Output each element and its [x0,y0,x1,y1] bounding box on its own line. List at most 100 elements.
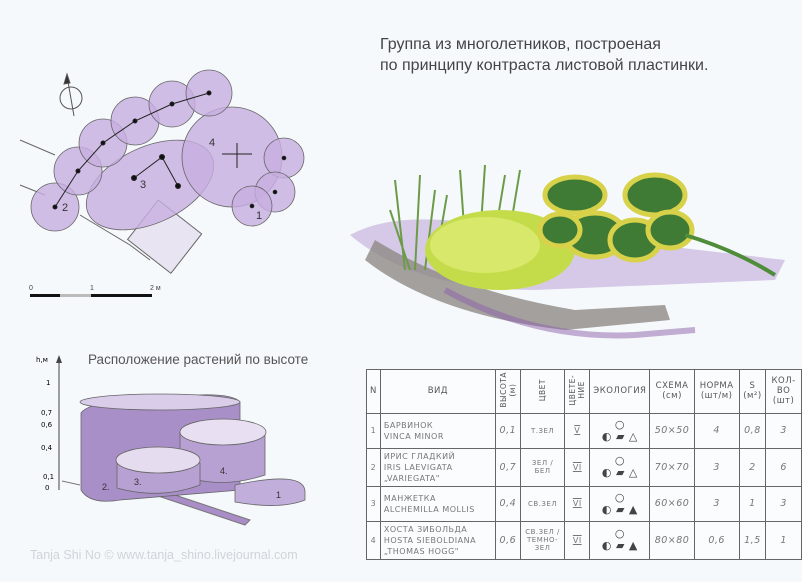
cell-bloom: VI [564,447,591,487]
height-diagram: 2. 3. 4. 1 h,м 1 0,7 0,6 0,4 0,1 0 [36,355,306,526]
scale-label: 0 [29,285,33,292]
planting-plan: 2 1 3 4 0 1 2 м [19,69,305,297]
species-ru: ИРИС ГЛАДКИЙ [383,451,456,461]
cell-height: 0,4 [494,485,521,522]
cell-bloom: V [564,412,591,449]
height-label-1: 1 [276,490,281,500]
cell-height: 0,1 [494,412,521,449]
moisture-icon: △ [628,429,638,443]
cell-n: 2 [366,447,381,487]
height-label-2: 2. [102,482,110,492]
cell-ecology: ○◐ ▰ ▲ [589,485,651,522]
cell-color: СВ.ЗЕЛ [519,485,566,522]
cell-area: 2 [738,447,767,487]
soil-icon: ▰ [615,429,625,443]
planting-illustration [350,164,785,339]
plan-label-4: 4 [209,137,215,149]
plan-label-1: 1 [256,210,262,222]
table-row: 3 МАНЖЕТКА ALCHEMILLA MOLLIS 0,4 СВ.ЗЕЛ … [366,485,802,522]
tick-label: 0,7 [41,409,52,417]
header-bloom: ЦВЕТЕ-НИЕ [568,374,587,406]
species-cultivar: „VARIEGATA" [383,473,440,483]
cell-n: 4 [366,520,381,560]
cell-norm: 4 [693,412,740,449]
cell-species: ХОСТА ЗИБОЛЬДА HOSTA SIEBOLDIANA „THOMAS… [379,520,496,560]
species-ru: МАНЖЕТКА [383,493,436,503]
table-header-row: N ВИД ВЫСОТА (м) ЦВЕТ ЦВЕТЕ-НИЕ ЭКОЛОГИЯ… [366,369,802,414]
soil-icon: ▰ [615,502,625,516]
plan-label-3: 3 [140,179,146,191]
title-line-1: Группа из многолетников, построеная [380,36,661,53]
scale-bar: 0 1 2 м [29,285,161,297]
bloom-month: VI [572,499,582,509]
soil-icon: ▰ [615,466,625,480]
bloom-month: VI [572,462,582,472]
tick-label: 0,6 [41,421,53,429]
header-color: ЦВЕТ [538,378,548,401]
tick-label: 0,1 [43,473,54,481]
species-lat: VINCA MINOR [383,431,444,441]
species-lat: ALCHEMILLA MOLLIS [383,504,475,514]
species-lat: IRIS LAEVIGATA [383,462,453,472]
cell-area: 1,5 [738,520,767,560]
half-shade-icon: ◐ [601,502,612,516]
header-norm: НОРМА (шт/м) [693,369,740,414]
title-line-2: по принципу контраста листовой пластинки… [380,57,709,74]
cell-scheme: 60×60 [649,485,695,522]
cell-norm: 0,6 [693,520,740,560]
sun-icon: ○ [614,490,625,504]
cell-ecology: ○◐ ▰ △ [589,447,651,487]
plan-label-2: 2 [62,202,68,214]
sun-icon: ○ [614,527,625,541]
height-diagram-title: Расположение растений по высоте [88,352,309,367]
cell-n: 3 [366,485,381,522]
header-species: ВИД [379,369,496,414]
table-row: 2 ИРИС ГЛАДКИЙ IRIS LAEVIGATA „VARIEGATA… [366,447,802,487]
cell-area: 1 [738,485,767,522]
cell-species: БАРВИНОК VINCA MINOR [379,412,496,449]
table-row: 4 ХОСТА ЗИБОЛЬДА HOSTA SIEBOLDIANA „THOM… [366,520,802,560]
sun-icon: ○ [614,454,625,468]
species-cultivar: „THOMAS HOGG" [383,546,459,556]
cell-bloom: VI [564,485,591,522]
cell-ecology: ○◐ ▰ ▲ [589,520,651,560]
cell-height: 0,6 [494,520,521,560]
cell-bloom: VI [564,520,591,560]
header-ecology: ЭКОЛОГИЯ [589,369,651,414]
cell-qty: 3 [765,485,802,522]
cell-scheme: 50×50 [649,412,695,449]
bloom-month: V [574,426,581,436]
bloom-month: VI [572,535,582,545]
header-scheme: СХЕМА (см) [649,369,695,414]
half-shade-icon: ◐ [601,429,612,443]
height-label-4: 4. [220,466,228,476]
cell-qty: 6 [765,447,802,487]
plant-table: N ВИД ВЫСОТА (м) ЦВЕТ ЦВЕТЕ-НИЕ ЭКОЛОГИЯ… [366,369,802,560]
cell-qty: 3 [765,412,802,449]
cell-ecology: ○◐ ▰ △ [589,412,651,449]
scale-label: 2 м [150,285,161,292]
header-height: ВЫСОТА (м) [498,372,517,408]
cell-height: 0,7 [494,447,521,487]
header-area: S (м²) [738,369,767,414]
species-ru: БАРВИНОК [383,420,434,430]
soil-icon: ▰ [615,539,625,553]
species-lat: HOSTA SIEBOLDIANA [383,535,477,545]
axis-label: h,м [36,356,48,364]
table-row: 1 БАРВИНОК VINCA MINOR 0,1 Т.ЗЕЛ V ○◐ ▰ … [366,412,802,449]
cell-n: 1 [366,412,381,449]
header-qty: КОЛ-ВО (шт) [765,369,802,414]
cell-norm: 3 [693,485,740,522]
scale-label: 1 [90,285,94,292]
moisture-icon: ▲ [628,539,638,553]
cell-species: МАНЖЕТКА ALCHEMILLA MOLLIS [379,485,496,522]
sun-icon: ○ [614,417,625,431]
cell-qty: 1 [765,520,802,560]
height-label-3: 3. [134,477,142,487]
cell-color: СВ.ЗЕЛ / ТЕМНО-ЗЕЛ [519,520,566,560]
cell-norm: 3 [693,447,740,487]
cell-color: Т.ЗЕЛ [519,412,566,449]
tick-label: 0,4 [41,444,53,452]
cell-scheme: 70×70 [649,447,695,487]
header-n: N [366,369,381,414]
